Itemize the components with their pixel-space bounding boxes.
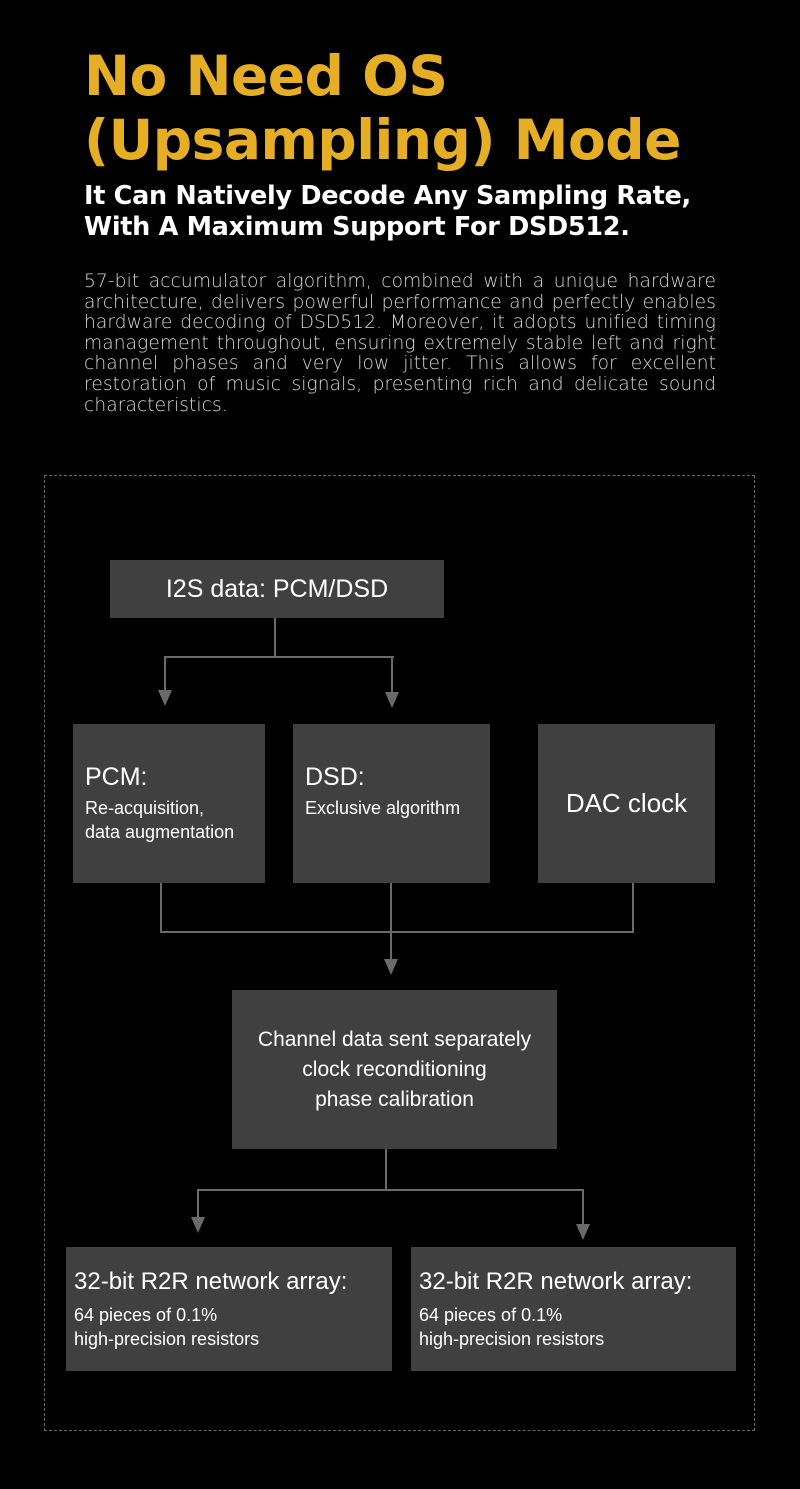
- connector-line: [274, 618, 276, 658]
- connector-line: [197, 1189, 199, 1219]
- connector-line: [197, 1189, 584, 1191]
- connector-line: [160, 931, 634, 933]
- output-line-2: high-precision resistors: [74, 1329, 260, 1349]
- diagram-frame: [44, 475, 755, 1431]
- arrow-down-icon: [384, 959, 398, 975]
- dsd-box: DSD: Exclusive algorithm: [293, 724, 490, 883]
- connector-line: [632, 883, 634, 933]
- page-title: No Need OS (Upsampling) Mode: [84, 44, 681, 172]
- arrow-down-icon: [576, 1224, 590, 1240]
- processing-box: Channel data sent separately clock recon…: [232, 990, 557, 1149]
- i2s-input-label: I2S data: PCM/DSD: [165, 574, 389, 603]
- output-title: 32-bit R2R network array:: [74, 1268, 348, 1295]
- pcm-box: PCM: Re-acquisition, data augmentation: [73, 724, 265, 883]
- subtitle-line-1: It Can Natively Decode Any Sampling Rate…: [84, 181, 691, 211]
- connector-line: [160, 883, 162, 933]
- title-line-1: No Need OS: [84, 44, 448, 108]
- title-line-2: (Upsampling) Mode: [84, 108, 681, 172]
- connector-line: [385, 1149, 387, 1191]
- connector-line: [164, 656, 394, 658]
- description-paragraph: 57-bit accumulator algorithm, combined w…: [84, 271, 716, 416]
- processing-line-1: Channel data sent separately: [257, 1027, 532, 1051]
- page-subtitle: It Can Natively Decode Any Sampling Rate…: [84, 181, 691, 243]
- pcm-line-1: Re-acquisition,: [85, 798, 205, 818]
- connector-line: [582, 1189, 584, 1227]
- r2r-output-box-left: 32-bit R2R network array: 64 pieces of 0…: [66, 1247, 392, 1371]
- pcm-line-2: data augmentation: [85, 822, 235, 842]
- connector-line: [391, 656, 393, 692]
- connector-line: [164, 656, 166, 692]
- dac-clock-label: DAC clock: [565, 788, 688, 818]
- subtitle-line-2: With A Maximum Support For DSD512.: [84, 212, 630, 242]
- output-line-1: 64 pieces of 0.1%: [419, 1305, 563, 1325]
- processing-line-2: clock reconditioning: [302, 1057, 487, 1081]
- dsd-line-1: Exclusive algorithm: [305, 798, 461, 818]
- processing-line-3: phase calibration: [315, 1087, 474, 1111]
- dac-clock-box: DAC clock: [538, 724, 715, 883]
- output-title: 32-bit R2R network array:: [419, 1268, 693, 1295]
- output-line-1: 64 pieces of 0.1%: [74, 1305, 218, 1325]
- pcm-title: PCM:: [85, 763, 148, 791]
- i2s-input-box: I2S data: PCM/DSD: [110, 560, 444, 618]
- r2r-output-box-right: 32-bit R2R network array: 64 pieces of 0…: [411, 1247, 736, 1371]
- arrow-down-icon: [385, 692, 399, 708]
- arrow-down-icon: [191, 1217, 205, 1233]
- connector-line: [390, 883, 392, 963]
- dsd-title: DSD:: [305, 763, 365, 791]
- arrow-down-icon: [158, 690, 172, 706]
- output-line-2: high-precision resistors: [419, 1329, 605, 1349]
